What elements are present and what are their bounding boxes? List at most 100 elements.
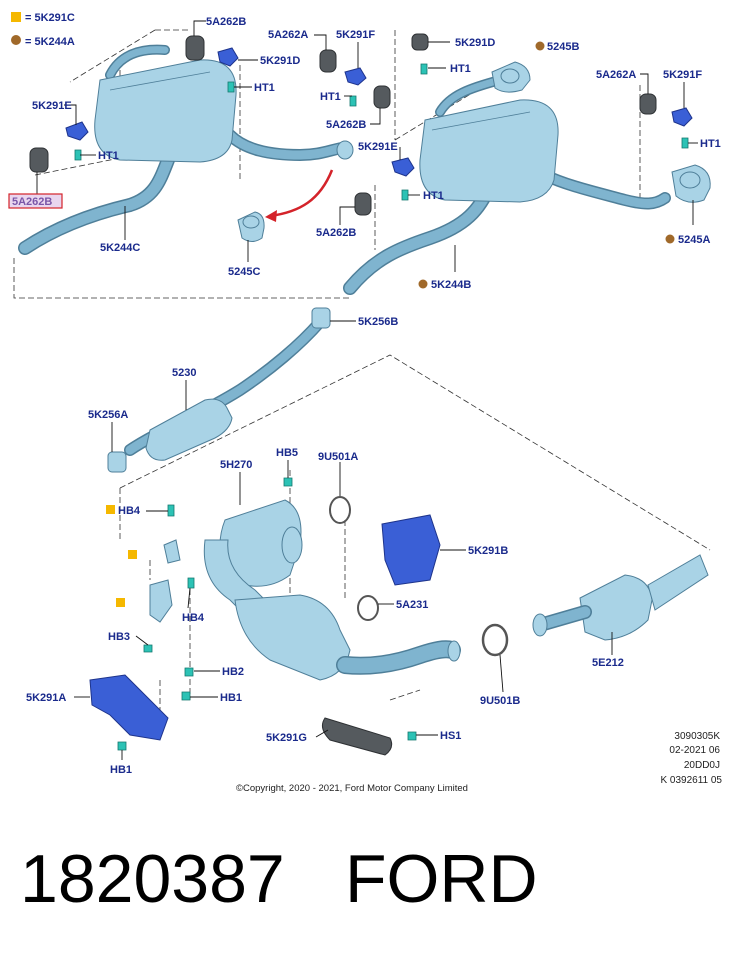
downpipe-catalyst <box>234 594 351 681</box>
clamp-5K256B <box>311 307 331 329</box>
left-hangers <box>29 35 239 173</box>
label-HT1: HT1 <box>254 82 275 94</box>
label-5K291B: 5K291B <box>468 545 508 557</box>
clamp-9U501A <box>329 496 351 524</box>
label-5K291D: 5K291D <box>455 37 495 49</box>
legend-circle-marker <box>665 234 675 244</box>
rubber-isolator-icon <box>639 93 657 115</box>
resonator-body <box>145 398 233 461</box>
right-rear-muffler-assembly <box>343 61 711 295</box>
label-5A262B: 5A262B <box>326 119 366 131</box>
label-HB4: HB4 <box>182 612 205 624</box>
legend-circle-marker <box>418 279 428 289</box>
label-HT1: HT1 <box>450 63 471 75</box>
label-5245B: 5245B <box>547 41 579 53</box>
label-5K291D: 5K291D <box>260 55 300 67</box>
clamp-5K256A <box>107 451 127 473</box>
label-5K291E: 5K291E <box>32 100 72 112</box>
legend-square-label: = 5K291C <box>25 12 75 24</box>
right-hangers <box>319 33 693 216</box>
hanger-stud-icon <box>143 644 153 653</box>
hanger-stud-icon <box>117 741 127 751</box>
label-5H270: 5H270 <box>220 459 252 471</box>
info-line: 20DD0J <box>684 760 720 771</box>
brand-name: FORD <box>345 841 538 917</box>
hanger-stud-icon <box>401 189 409 201</box>
red-arrowhead-icon <box>265 210 277 222</box>
rubber-isolator-icon <box>29 147 49 173</box>
front-catalyst-section <box>89 477 709 756</box>
label-5K291G: 5K291G <box>266 732 307 744</box>
hanger-stud-icon <box>181 691 191 701</box>
label-9U501B: 9U501B <box>480 695 520 707</box>
assembly-dashed-lines <box>13 29 711 720</box>
intermediate-pipe-5230 <box>107 307 331 473</box>
copyright-notice: ©Copyright, 2020 - 2021, Ford Motor Comp… <box>236 783 468 794</box>
label-5230: 5230 <box>172 367 196 379</box>
left-muffler-body <box>94 59 237 163</box>
gasket-5K291G <box>321 717 393 756</box>
hanger-stud-icon <box>227 81 235 93</box>
label-5K244C: 5K244C <box>100 242 140 254</box>
hanger-stud-icon <box>283 477 293 487</box>
rubber-isolator-icon <box>354 192 372 216</box>
label-5K291F: 5K291F <box>663 69 702 81</box>
label-5A262B-highlighted: 5A262B <box>12 196 52 208</box>
hanger-stud-icon <box>187 577 195 589</box>
label-5A231: 5A231 <box>396 599 428 611</box>
label-5K256A: 5K256A <box>88 409 128 421</box>
drawing-info-block: 3090305K 02-2021 06 20DD0J K 0392611 05 <box>660 731 722 786</box>
catalyst-5E212 <box>579 574 653 641</box>
part-footer: 1820387 FORD <box>20 840 720 930</box>
left-rear-muffler-assembly <box>18 44 354 255</box>
label-5K291A: 5K291A <box>26 692 66 704</box>
hanger-stud-icon <box>349 95 357 107</box>
label-HT1: HT1 <box>423 190 444 202</box>
label-5K256B: 5K256B <box>358 316 398 328</box>
label-9U501A: 9U501A <box>318 451 358 463</box>
rubber-isolator-icon <box>185 35 205 61</box>
leader-lines <box>36 20 698 760</box>
label-5A262B: 5A262B <box>316 227 356 239</box>
label-5A262A: 5A262A <box>268 29 308 41</box>
hanger-stud-icon <box>74 149 82 161</box>
hanger-stud-icon <box>184 667 194 677</box>
label-5K291E: 5K291E <box>358 141 398 153</box>
part-labels: 5A262B 5K291D HT1 5K291E HT1 5A262B 5K24… <box>8 16 721 776</box>
info-line: 3090305K <box>674 731 720 742</box>
part-number: 1820387 <box>20 841 285 917</box>
label-5A262A: 5A262A <box>596 69 636 81</box>
label-5245A: 5245A <box>678 234 710 246</box>
label-HS1: HS1 <box>440 730 461 742</box>
bracket-5K291A <box>89 674 169 741</box>
label-HB2: HB2 <box>222 666 244 678</box>
label-5K244B: 5K244B <box>431 279 471 291</box>
legend: = 5K291C = 5K244A <box>11 12 75 48</box>
red-arrow-icon <box>269 169 334 218</box>
hanger-stud-icon <box>420 63 428 75</box>
gasket-5A231 <box>357 595 379 621</box>
label-HB1: HB1 <box>220 692 242 704</box>
bracket-icon <box>163 539 181 564</box>
exhaust-system-diagram: = 5K291C = 5K244A <box>8 12 722 794</box>
heat-shield-icon <box>381 514 441 586</box>
rubber-isolator-icon <box>319 49 337 73</box>
label-HT1: HT1 <box>320 91 341 103</box>
label-HB1: HB1 <box>110 764 132 776</box>
bracket-icon <box>391 157 415 177</box>
bracket-icon <box>344 67 367 86</box>
label-5K291F: 5K291F <box>336 29 375 41</box>
legend-circle-marker <box>535 41 545 51</box>
info-line: K 0392611 05 <box>660 775 722 786</box>
legend-square-icon <box>11 12 21 22</box>
info-line: 02-2021 06 <box>669 745 720 756</box>
bracket-icon <box>217 47 239 67</box>
highlighted-part-box <box>8 193 63 209</box>
hanger-stud-icon <box>167 504 175 517</box>
label-5A262B: 5A262B <box>206 16 246 28</box>
rubber-isolator-icon <box>373 85 391 109</box>
rubber-isolator-icon <box>411 33 429 51</box>
hanger-stud-icon <box>681 137 689 149</box>
label-HB3: HB3 <box>108 631 130 643</box>
legend-square-marker <box>106 505 115 514</box>
